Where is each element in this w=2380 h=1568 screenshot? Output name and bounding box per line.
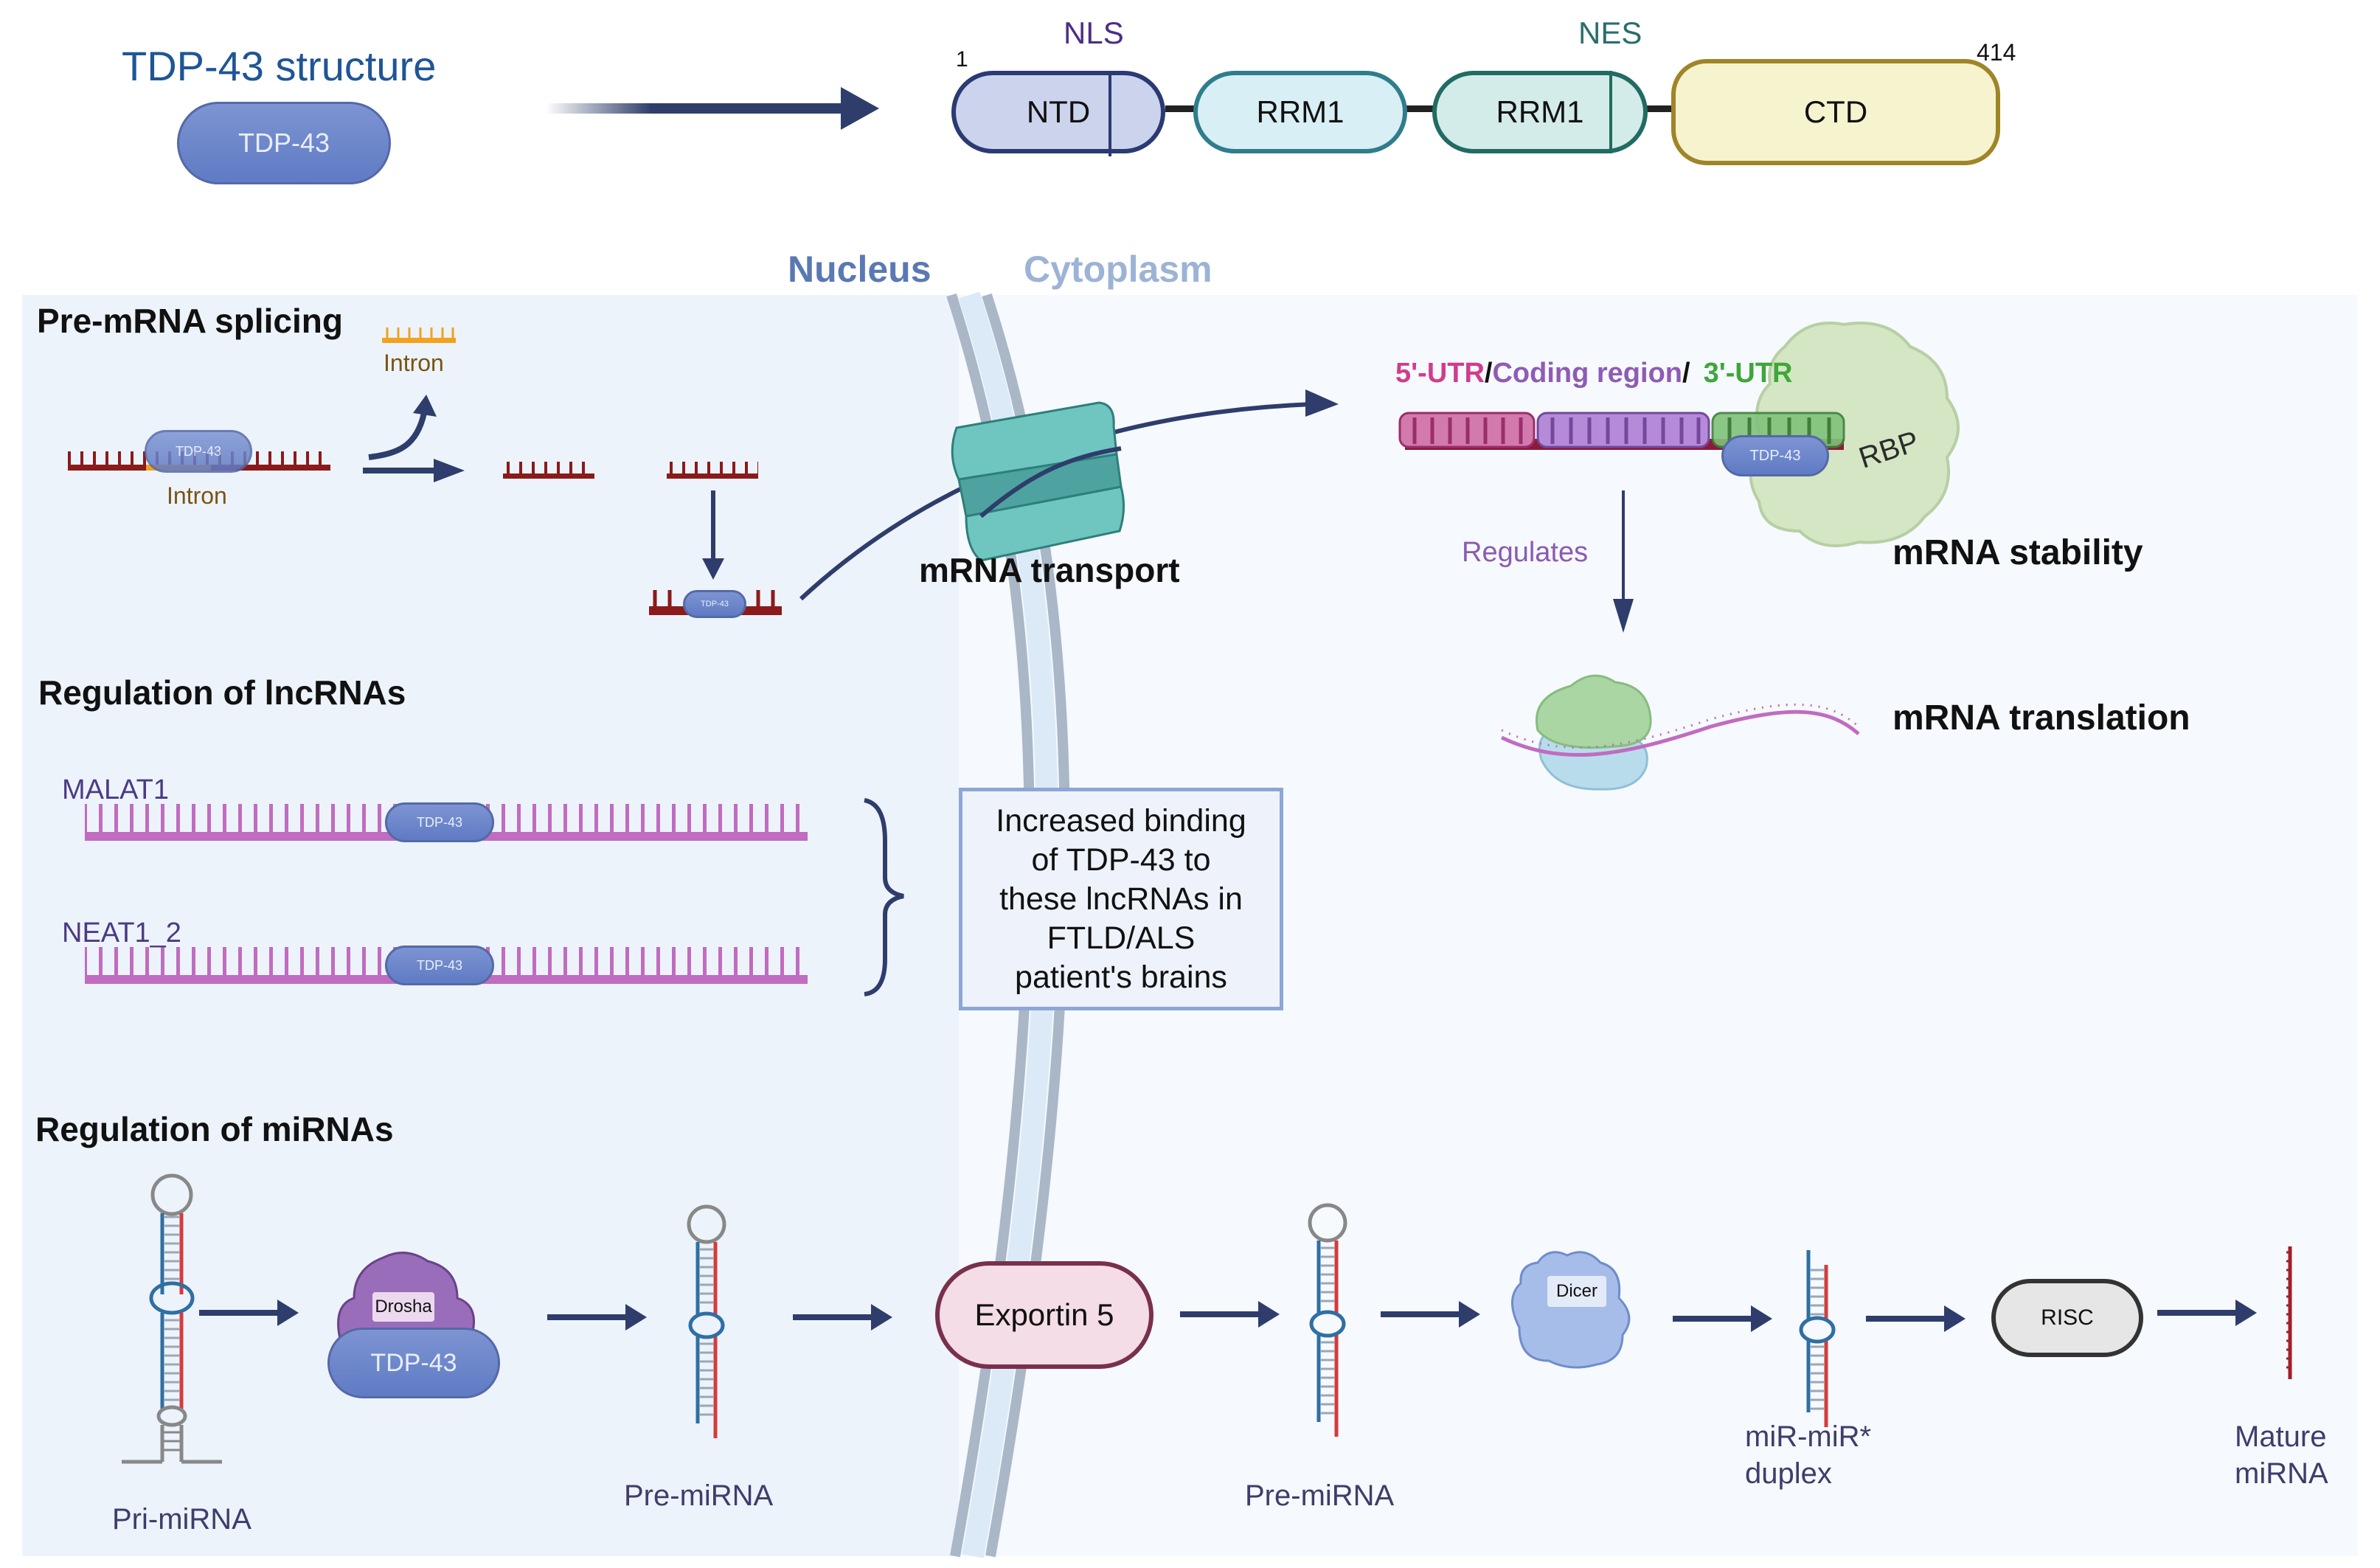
pre-mirna-hairpin-cyt [1308,1203,1347,1437]
domain-ntd-label: NTD [1026,94,1091,129]
domain-ctd: CTD [1671,59,2000,165]
structure-arrow [546,87,879,130]
mirna-title: Regulation of miRNAs [35,1110,394,1148]
mirna-arrows [199,1300,2257,1332]
region-separator: / [1484,358,1493,389]
domain-ntd: NTD [951,71,1165,153]
mature-mirna-strand [2286,1246,2292,1379]
exportin5-label: Exportin 5 [974,1297,1114,1332]
pri-mirna-hairpin [122,1173,222,1464]
tdp43-mrna-label: TDP-43 [701,600,729,608]
tdp43-malat1-label: TDP-43 [416,814,462,830]
mrna-region-labels: 5'-UTR/Coding region/3'-UTR [1395,359,1793,387]
mrna-translation-label: mRNA translation [1892,698,2190,738]
duplex-label-line1: miR-miR* [1745,1420,1872,1453]
intron-label: Intron [167,482,227,509]
spliced-exon-fragments [503,462,758,479]
splicing-arrows [363,395,465,482]
nucleus-label: Nucleus [788,249,931,290]
dicer-label-box: Dicer [1547,1276,1606,1307]
domain-linkers [1165,105,1674,112]
mrna-stability-label: mRNA stability [1892,533,2143,572]
mir-duplex [1799,1250,1836,1427]
tdp43-neat1-badge: TDP-43 [385,946,494,985]
released-intron [382,327,456,343]
mature-mirna-label-line1: Mature [2235,1420,2327,1453]
down-arrow-splice [702,490,724,580]
splicing-title: Pre-mRNA splicing [37,302,343,340]
nls-label: NLS [1064,15,1124,50]
nls-marker [1109,71,1111,156]
structure-title: TDP-43 structure [122,43,437,89]
domain-start-index: 1 [956,47,968,72]
nes-label: NES [1578,15,1642,50]
pre-mirna-cyt-label: Pre-miRNA [1245,1479,1395,1512]
tdp43-drosha-label: TDP-43 [370,1348,457,1377]
translated-mrna-strand [1500,703,1860,757]
region-separator: / [1682,358,1690,389]
nucleus-region [22,295,1003,1556]
domain-end-index: 414 [1977,39,2016,66]
lncrna-brace [864,798,904,996]
risc-label: RISC [2041,1305,2094,1330]
coding-region-label: Coding region [1492,358,1683,389]
regulates-arrow [1613,490,1634,633]
mature-mirna-label-line2: miRNA [2235,1457,2328,1490]
pre-mirna-nuc-label: Pre-miRNA [624,1479,774,1512]
tdp43-drosha-badge: TDP-43 [327,1328,500,1398]
cytoplasm-label: Cytoplasm [1024,249,1212,290]
utr3-label: 3'-UTR [1703,358,1793,389]
released-intron-label: Intron [384,350,444,376]
lncrna-title: Regulation of lncRNAs [38,673,406,712]
dicer-label: Dicer [1555,1281,1597,1301]
drosha-label: Drosha [375,1297,432,1317]
dicer-icon [1511,1251,1631,1369]
nes-marker [1609,71,1612,153]
lncrna-note-box: Increased binding of TDP-43 to these lnc… [959,788,1283,1010]
domain-ctd-label: CTD [1803,94,1868,129]
tdp43-neat1-label: TDP-43 [416,957,462,973]
drosha-label-box: Drosha [372,1292,434,1322]
domain-rrm1-b-label: RRM1 [1496,94,1584,129]
malat1-label: MALAT1 [62,774,170,805]
exportin5: Exportin 5 [935,1261,1153,1369]
tdp43-splicing-badge: TDP-43 [145,430,252,473]
lncrna-note-text: Increased binding of TDP-43 to these lnc… [996,802,1246,995]
neat1-label: NEAT1_2 [62,917,181,948]
domain-rrm1-a: RRM1 [1193,71,1407,153]
ribosome-icon [1536,674,1652,791]
duplex-label-line2: duplex [1745,1457,1832,1490]
tdp43-protein-label: TDP-43 [237,128,330,158]
tdp43-utr-label: TDP-43 [1749,447,1801,464]
domain-rrm1-b: RRM1 [1432,71,1648,153]
tdp43-protein-icon: TDP-43 [177,102,391,184]
tdp43-splicing-label: TDP-43 [175,443,221,459]
risc-complex: RISC [1991,1279,2143,1357]
nuclear-pore-icon [951,401,1125,562]
utr5-label: 5'-UTR [1395,358,1485,389]
tdp43-malat1-badge: TDP-43 [385,802,494,842]
domain-rrm1-a-label: RRM1 [1256,94,1345,129]
regulates-label: Regulates [1462,537,1589,568]
pre-mirna-hairpin-nuc [687,1204,726,1438]
pri-mirna-label: Pri-miRNA [112,1503,251,1536]
tdp43-mrna-badge: TDP-43 [683,590,746,618]
mrna-transport-label: mRNA transport [919,551,1180,589]
tdp43-utr-badge: TDP-43 [1721,435,1829,476]
